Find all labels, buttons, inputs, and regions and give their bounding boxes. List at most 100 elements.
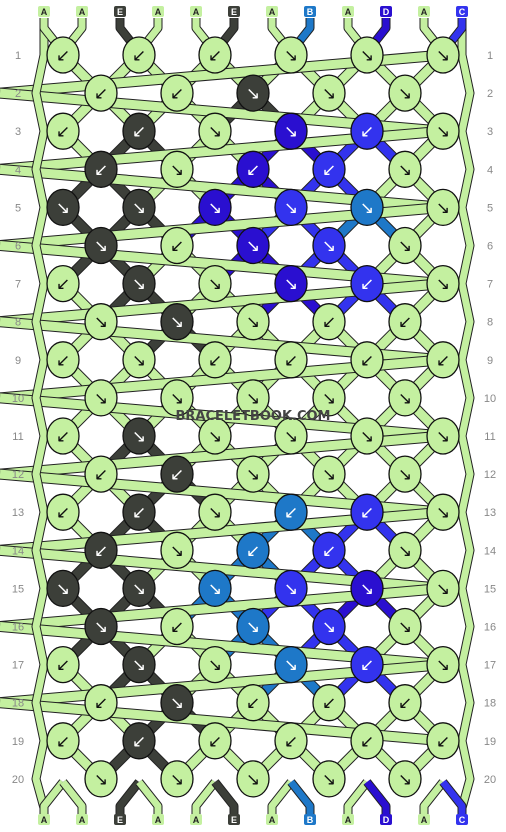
row-number-right: 6 bbox=[487, 241, 493, 253]
row-number-right: 16 bbox=[484, 622, 496, 634]
row-number-left: 2 bbox=[15, 88, 21, 100]
knot bbox=[160, 303, 194, 341]
thread-label: A bbox=[155, 815, 162, 825]
knot-arrow-icon: ↘ bbox=[436, 46, 450, 66]
knot bbox=[350, 112, 384, 150]
thread-stub bbox=[136, 779, 162, 816]
knot bbox=[426, 722, 460, 760]
knot-arrow-icon: ↙ bbox=[436, 732, 450, 752]
knot bbox=[84, 455, 118, 493]
knot bbox=[160, 379, 194, 417]
thread-label-chip bbox=[380, 6, 392, 17]
knot bbox=[122, 722, 156, 760]
knot-arrow-icon: ↙ bbox=[56, 427, 70, 447]
knot-arrow-icon: ↘ bbox=[208, 122, 222, 142]
knot bbox=[388, 74, 422, 112]
knot bbox=[46, 722, 80, 760]
row-number-right: 18 bbox=[484, 698, 496, 710]
knot bbox=[84, 379, 118, 417]
knot bbox=[388, 684, 422, 722]
thread-stub bbox=[364, 779, 390, 816]
thread-label-chip bbox=[152, 814, 164, 825]
knot bbox=[236, 74, 270, 112]
row-number-left: 1 bbox=[15, 50, 21, 62]
knot-arrow-icon: ↘ bbox=[170, 389, 184, 409]
row-number-right: 4 bbox=[487, 164, 493, 176]
knot-arrow-icon: ↙ bbox=[360, 351, 374, 371]
knot bbox=[350, 493, 384, 531]
knot bbox=[46, 493, 80, 531]
knot bbox=[350, 722, 384, 760]
thread-label: A bbox=[79, 7, 86, 17]
knot-arrow-icon: ↘ bbox=[398, 160, 412, 180]
thread-label-chip bbox=[114, 6, 126, 17]
knot-arrow-icon: ↙ bbox=[360, 275, 374, 295]
knot bbox=[160, 74, 194, 112]
knot-arrow-icon: ↙ bbox=[56, 656, 70, 676]
knot-arrow-icon: ↙ bbox=[132, 122, 146, 142]
knot-arrow-icon: ↘ bbox=[170, 160, 184, 180]
knot bbox=[160, 531, 194, 569]
knot bbox=[122, 645, 156, 684]
thread-label: D bbox=[383, 815, 390, 825]
knot-arrow-icon: ↙ bbox=[246, 160, 260, 180]
knot bbox=[46, 417, 80, 455]
knot-arrow-icon: ↘ bbox=[170, 541, 184, 561]
thread-label: A bbox=[79, 815, 86, 825]
knot bbox=[312, 684, 346, 722]
thread-label: C bbox=[459, 815, 466, 825]
knot bbox=[312, 74, 346, 112]
knot-arrow-icon: ↘ bbox=[398, 389, 412, 409]
knot-arrow-icon: ↙ bbox=[56, 46, 70, 66]
knot bbox=[274, 722, 308, 760]
knot-arrow-icon: ↙ bbox=[56, 275, 70, 295]
thread-label: B bbox=[307, 7, 314, 17]
knot bbox=[122, 188, 156, 227]
thread-label: A bbox=[41, 815, 48, 825]
knot-arrow-icon: ↘ bbox=[208, 275, 222, 295]
knot-arrow-icon: ↙ bbox=[360, 503, 374, 523]
knot bbox=[350, 264, 384, 303]
knot-arrow-icon: ↘ bbox=[398, 541, 412, 561]
knot bbox=[84, 226, 118, 265]
knot-arrow-icon: ↘ bbox=[284, 427, 298, 447]
knot-arrow-icon: ↙ bbox=[398, 694, 412, 714]
knot bbox=[236, 303, 270, 341]
knot-arrow-icon: ↙ bbox=[132, 732, 146, 752]
knot bbox=[312, 226, 346, 265]
edge-strand bbox=[32, 24, 48, 809]
thread-label: A bbox=[193, 7, 200, 17]
row-number-right: 20 bbox=[484, 774, 496, 786]
thread-stub bbox=[40, 779, 66, 816]
knot-arrow-icon: ↙ bbox=[208, 732, 222, 752]
knot-arrow-icon: ↘ bbox=[360, 427, 374, 447]
knot-arrow-icon: ↘ bbox=[170, 313, 184, 333]
knot bbox=[198, 264, 232, 303]
knot-arrow-icon: ↘ bbox=[360, 46, 374, 66]
row-number-left: 18 bbox=[12, 698, 24, 710]
knot bbox=[84, 531, 118, 569]
knot bbox=[426, 264, 460, 303]
knot bbox=[274, 36, 308, 74]
thread-label: A bbox=[345, 815, 352, 825]
thread-stub bbox=[440, 779, 466, 816]
knot-arrow-icon: ↙ bbox=[322, 160, 336, 180]
thread-label-chip bbox=[456, 6, 468, 17]
knot-arrow-icon: ↙ bbox=[360, 656, 374, 676]
knot-arrow-icon: ↘ bbox=[132, 579, 146, 599]
knot-arrow-icon: ↘ bbox=[94, 313, 108, 333]
row-number-left: 3 bbox=[15, 126, 21, 138]
row-number-right: 11 bbox=[484, 431, 495, 443]
knot bbox=[198, 112, 232, 150]
knot bbox=[160, 684, 194, 722]
knot-arrow-icon: ↘ bbox=[132, 656, 146, 676]
thread-label: E bbox=[231, 815, 237, 825]
knot-arrow-icon: ↘ bbox=[436, 579, 450, 599]
row-number-left: 12 bbox=[12, 469, 24, 481]
row-number-right: 15 bbox=[484, 583, 496, 595]
row-number-left: 20 bbox=[12, 774, 24, 786]
thread-label: A bbox=[269, 7, 276, 17]
knot-arrow-icon: ↙ bbox=[170, 618, 184, 638]
row-number-left: 7 bbox=[15, 279, 21, 291]
